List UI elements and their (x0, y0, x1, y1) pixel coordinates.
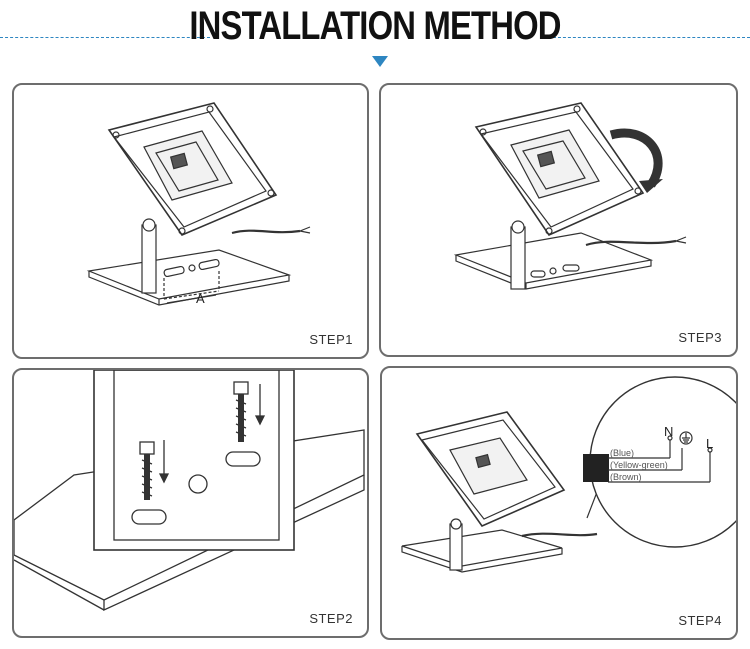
step3-illustration (453, 102, 687, 290)
step1-label: STEP1 (309, 332, 353, 347)
step1-illustration: A (86, 102, 311, 306)
header: INSTALLATION METHOD (0, 0, 750, 80)
divider-right (548, 37, 750, 38)
terminal-l: L (706, 436, 713, 451)
step4-illustration: (Blue) (Yellow-green) (Brown) N L (401, 376, 736, 573)
dimension-label: A (196, 291, 205, 306)
terminal-n: N (664, 424, 673, 439)
wire-label-blue: (Blue) (610, 448, 634, 458)
step2-illustration (14, 370, 365, 612)
step4-label: STEP4 (678, 613, 722, 628)
divider-left (0, 37, 210, 38)
step3-panel: STEP3 (379, 83, 738, 357)
step4-panel: (Blue) (Yellow-green) (Brown) N L STEP4 (380, 366, 738, 640)
page-title: INSTALLATION METHOD (189, 4, 561, 48)
step2-label: STEP2 (309, 611, 353, 626)
wire-label-brown: (Brown) (610, 472, 642, 482)
step1-panel: A STEP1 (12, 83, 369, 359)
step3-label: STEP3 (678, 330, 722, 345)
step2-panel: STEP2 (12, 368, 369, 638)
wire-label-yellow-green: (Yellow-green) (610, 460, 668, 470)
down-arrow-icon (372, 56, 388, 67)
